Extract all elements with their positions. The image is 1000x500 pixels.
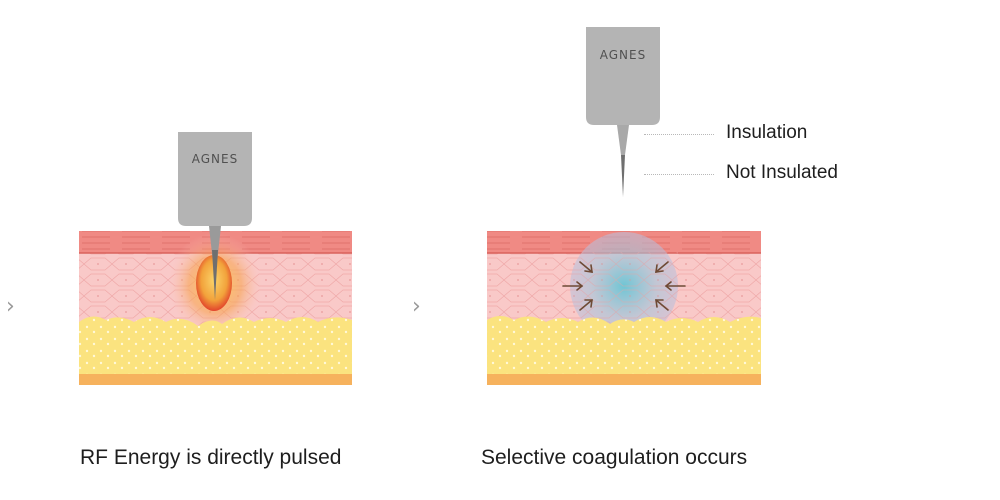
not-insulated-label: Not Insulated bbox=[726, 162, 838, 183]
arrow-right bbox=[664, 281, 686, 291]
caption-coagulation: Selective coagulation occurs bbox=[481, 446, 748, 469]
caption-rf-energy: RF Energy is directly pulsed bbox=[80, 446, 342, 469]
arrow-top-left bbox=[579, 261, 593, 273]
chevron-right-icon[interactable]: › bbox=[6, 294, 15, 319]
skin-block-right bbox=[487, 231, 761, 385]
agnes-device-left bbox=[178, 132, 252, 300]
insulation-label: Insulation bbox=[726, 122, 808, 143]
arrow-left bbox=[562, 281, 584, 291]
arrow-bottom-right bbox=[655, 299, 669, 311]
inward-arrows bbox=[562, 261, 686, 311]
arrow-top-right bbox=[655, 261, 669, 273]
base-layer bbox=[487, 374, 761, 385]
insulation-leader-line bbox=[644, 134, 714, 135]
agnes-device-right bbox=[586, 27, 660, 197]
device-brand-left: AGNES bbox=[191, 152, 239, 166]
not-insulated-leader-line bbox=[644, 174, 714, 175]
insulated-needle bbox=[617, 125, 629, 155]
device-brand-right: AGNES bbox=[599, 48, 647, 62]
chevron-right-icon[interactable]: › bbox=[412, 294, 421, 319]
uninsulated-needle bbox=[621, 155, 625, 197]
arrow-bottom-left bbox=[579, 299, 593, 311]
base-layer bbox=[79, 374, 352, 385]
